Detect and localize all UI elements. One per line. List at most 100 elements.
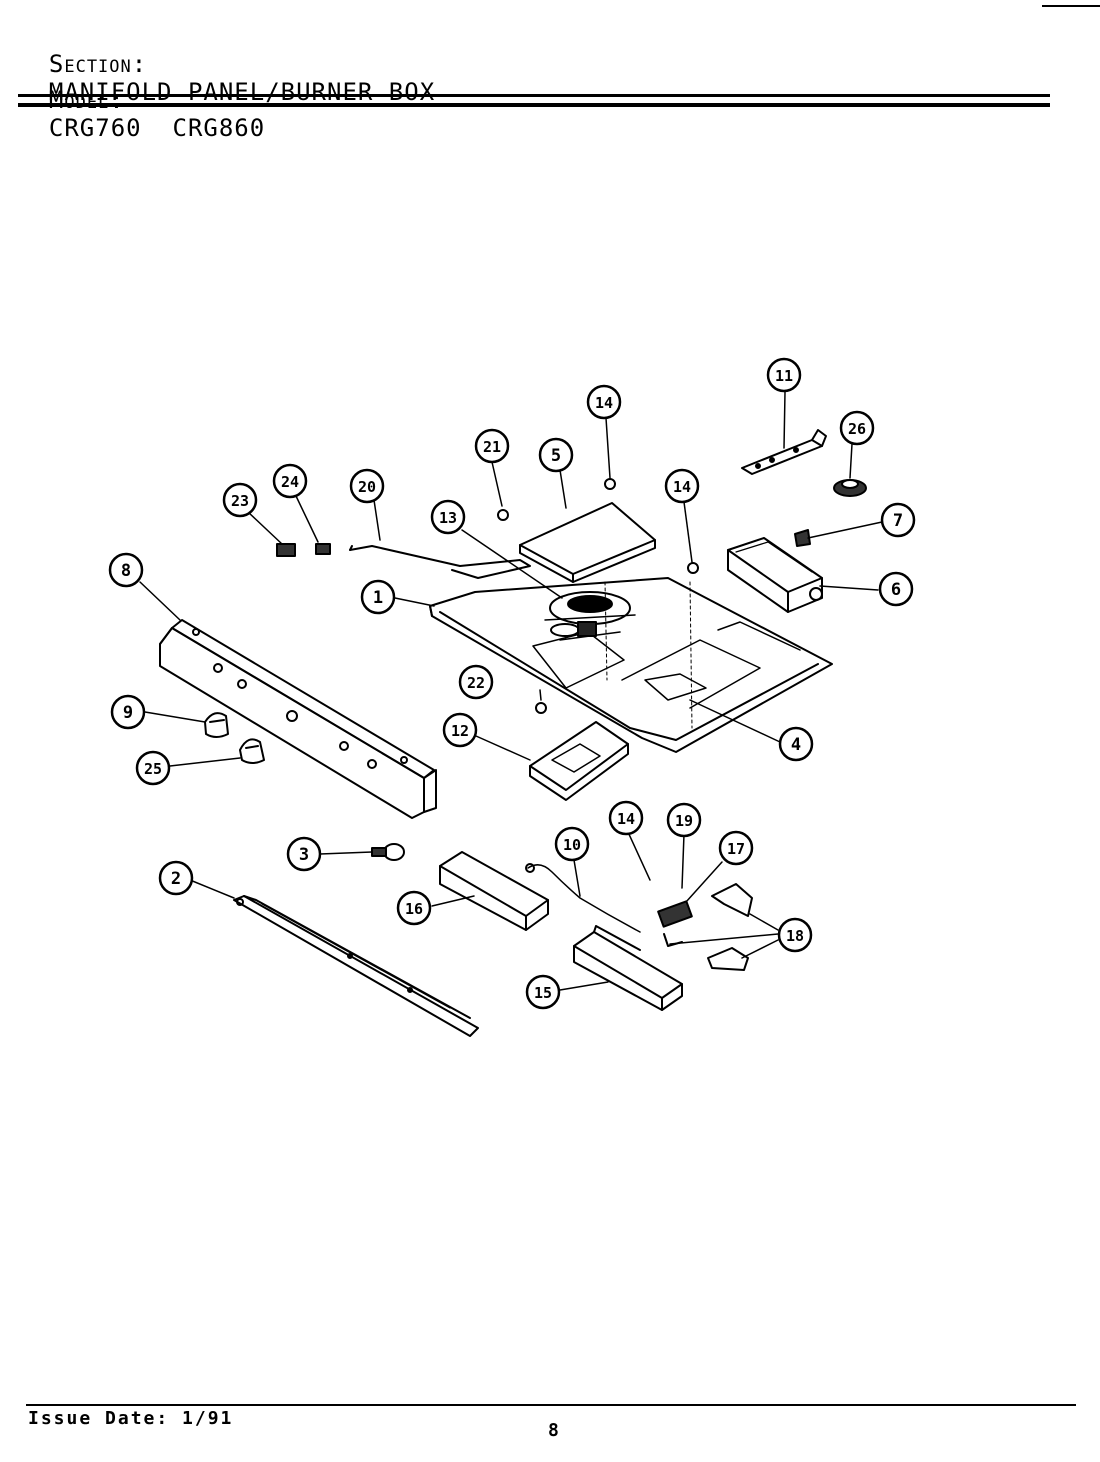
leader-lines xyxy=(139,391,883,991)
section-label: Section: xyxy=(48,50,148,78)
callout-13: 13 xyxy=(430,499,466,535)
callout-1: 1 xyxy=(360,579,396,615)
part-bracket-top xyxy=(741,429,827,475)
part-orifice-23 xyxy=(276,543,296,557)
callout-circle xyxy=(286,836,322,872)
part-rail-2 xyxy=(233,895,479,1037)
callout-circle xyxy=(458,664,494,700)
callout-label: 9 xyxy=(123,703,133,723)
callout-label: 14 xyxy=(673,478,691,496)
part-screw-21 xyxy=(497,509,509,521)
footer-rule xyxy=(26,1404,1076,1406)
callout-label: 1 xyxy=(373,588,383,608)
callout-label: 15 xyxy=(534,984,552,1002)
section-title: MANIFOLD PANEL/BURNER BOX xyxy=(48,78,436,106)
part-bracket-15 xyxy=(573,925,683,1011)
callout-10: 10 xyxy=(554,826,590,862)
callout-25: 25 xyxy=(135,750,171,786)
callout-7: 7 xyxy=(880,502,916,538)
callout-circle xyxy=(586,384,622,420)
callout-circle xyxy=(664,468,700,504)
callout-circle xyxy=(396,890,432,926)
callout-22: 22 xyxy=(458,664,494,700)
callout-circle xyxy=(430,499,466,535)
callout-circle xyxy=(778,726,814,762)
callout-label: 14 xyxy=(595,394,613,412)
part-manifold-panel xyxy=(159,619,437,819)
callout-circle xyxy=(766,357,802,393)
callout-5: 5 xyxy=(538,437,574,473)
callout-label: 16 xyxy=(405,900,423,918)
callout-circle xyxy=(718,830,754,866)
callout-label: 20 xyxy=(358,478,376,496)
part-burner-assembly xyxy=(544,591,636,641)
callout-18: 18 xyxy=(777,917,813,953)
header-rule-top xyxy=(18,94,1050,97)
callout-23: 23 xyxy=(222,482,258,518)
part-tube-20 xyxy=(349,545,531,579)
part-clip-18a xyxy=(711,883,753,917)
model-numbers: CRG760 CRG860 xyxy=(48,114,266,142)
callout-circle xyxy=(880,502,916,538)
callout-circle xyxy=(878,571,914,607)
callout-circle xyxy=(158,860,194,896)
callout-label: 10 xyxy=(563,836,581,854)
issue-date: Issue Date: 1/91 xyxy=(28,1408,234,1429)
callout-circle xyxy=(108,552,144,588)
callout-label: 25 xyxy=(144,760,162,778)
callout-label: 17 xyxy=(727,840,745,858)
callout-circle xyxy=(777,917,813,953)
callout-label: 19 xyxy=(675,812,693,830)
callout-2: 2 xyxy=(158,860,194,896)
model-heading: Model: CRG760 CRG860 xyxy=(18,58,265,142)
callout-4: 4 xyxy=(778,726,814,762)
callout-label: 6 xyxy=(891,580,901,600)
callout-26: 26 xyxy=(839,410,875,446)
callout-label: 2 xyxy=(171,869,181,889)
part-screw-14a xyxy=(604,478,616,490)
callout-17: 17 xyxy=(718,830,754,866)
header-rule-bottom xyxy=(18,103,1050,107)
part-screw-22 xyxy=(535,702,547,714)
callout-label: 3 xyxy=(299,845,309,865)
part-fitting-3 xyxy=(371,843,405,861)
callout-label: 5 xyxy=(551,446,561,466)
callout-12: 12 xyxy=(442,712,478,748)
callout-19: 19 xyxy=(666,802,702,838)
callout-label: 22 xyxy=(467,674,485,692)
callout-label: 23 xyxy=(231,492,249,510)
callout-circle xyxy=(360,579,396,615)
callout-circle xyxy=(110,694,146,730)
part-clip-18b xyxy=(707,947,749,971)
callout-circle xyxy=(538,437,574,473)
callout-circle xyxy=(554,826,590,862)
part-cover-plate xyxy=(519,502,656,583)
callout-circle xyxy=(442,712,478,748)
part-burner-box xyxy=(727,537,823,613)
part-wire-10 xyxy=(525,863,641,933)
callout-label: 4 xyxy=(791,735,801,755)
corner-mark xyxy=(1042,5,1100,7)
callout-circle xyxy=(272,463,308,499)
callout-label: 26 xyxy=(848,420,866,438)
callout-label: 11 xyxy=(775,367,793,385)
model-label: Model: xyxy=(48,86,125,114)
callout-circle xyxy=(525,974,561,1010)
part-screw-14b xyxy=(687,562,699,574)
callout-24: 24 xyxy=(272,463,308,499)
callout-label: 14 xyxy=(617,810,635,828)
section-heading: Section: MANIFOLD PANEL/BURNER BOX xyxy=(18,22,435,106)
callout-9: 9 xyxy=(110,694,146,730)
callout-14-14: 14 xyxy=(664,468,700,504)
callout-circle xyxy=(839,410,875,446)
part-orifice-24 xyxy=(315,543,331,555)
callout-15: 15 xyxy=(525,974,561,1010)
callout-circle xyxy=(222,482,258,518)
part-bracket-16 xyxy=(439,851,549,931)
callout-16: 16 xyxy=(396,890,432,926)
callout-label: 13 xyxy=(439,509,457,527)
part-knob-25 xyxy=(239,738,265,764)
callout-21: 21 xyxy=(474,428,510,464)
callout-label: 12 xyxy=(451,722,469,740)
callout-14-13: 14 xyxy=(586,384,622,420)
